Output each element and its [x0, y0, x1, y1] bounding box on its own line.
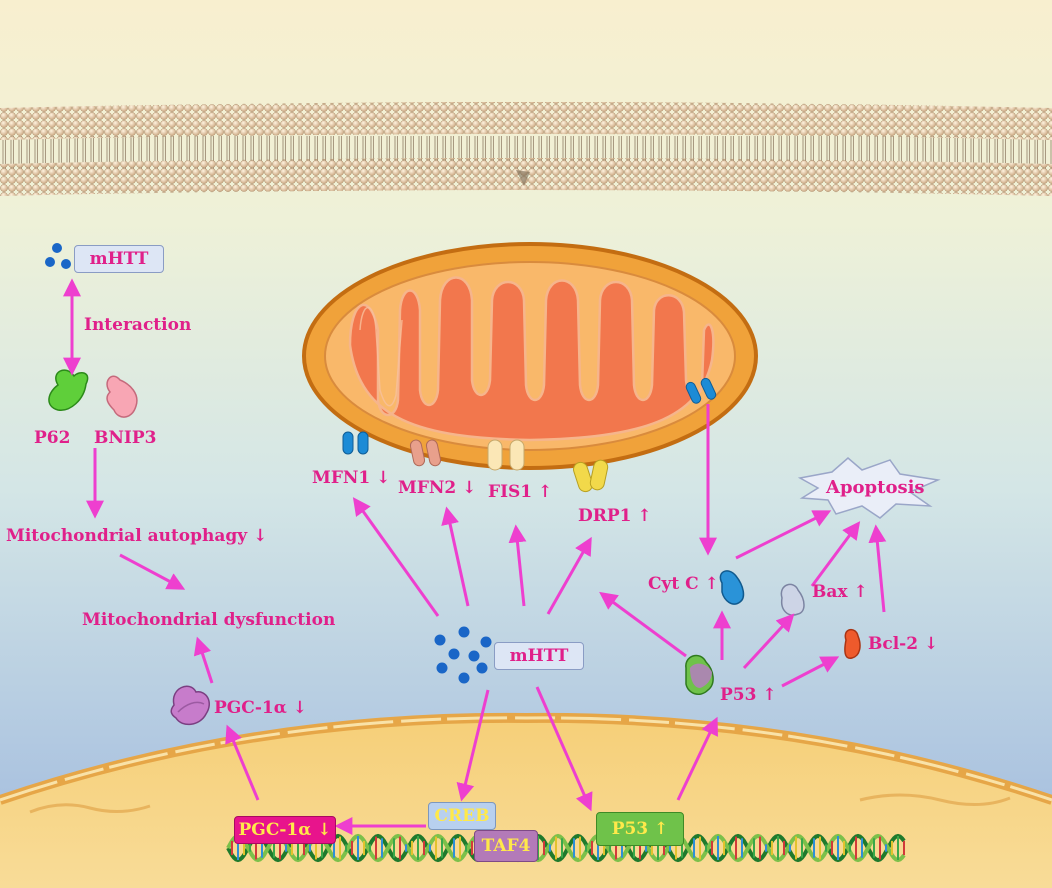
arrows: [63, 278, 887, 835]
p53-protein-label: P53 ↑: [720, 685, 777, 705]
bnip3-icon: [106, 375, 138, 418]
pgc1a-gene-box: PGC-1α ↓: [234, 816, 336, 844]
mitochondrion: [302, 242, 758, 470]
arrow-cytc-apoptosis: [735, 510, 832, 560]
mhtt-top-box: mHTT: [74, 245, 164, 273]
mhtt-top-icon: [45, 243, 71, 269]
mfn1-label: MFN1 ↓: [312, 468, 391, 488]
mfn2-icon: [409, 439, 442, 467]
taf4-box: TAF4: [474, 830, 538, 862]
p62-label: P62: [34, 428, 71, 448]
arrow-bax-apoptosis: [810, 521, 861, 587]
bcl2-icon: [844, 628, 861, 659]
mitochondrial-dysfunction-label: Mitochondrial dysfunction: [82, 610, 336, 630]
apoptosis-label: Apoptosis: [826, 477, 925, 498]
arrow-bcl2-apoptosis: [868, 524, 887, 613]
cytc-icon: [719, 570, 745, 605]
arrow-mhtt-mfn1: [352, 497, 440, 617]
drp1-icon: [573, 459, 609, 493]
pgc1a-protein-icon: [170, 685, 210, 726]
bax-label: Bax ↑: [812, 582, 868, 602]
cytc-pore-icon: [685, 377, 717, 404]
p53-protein-icon: [685, 654, 714, 695]
fis1-label: FIS1 ↑: [488, 482, 553, 502]
arrow-pgc1a-dysfunction: [193, 636, 214, 684]
mfn1-icon: [342, 431, 369, 455]
cytc-label: Cyt C ↑: [648, 574, 719, 594]
cell-membrane: [0, 102, 1052, 196]
arrow-mhtt-p53gene: [535, 686, 593, 812]
arrow-mhtt-mfn2: [441, 506, 470, 607]
mitochondrial-autophagy-label: Mitochondrial autophagy ↓: [6, 526, 268, 546]
bax-icon: [780, 583, 805, 616]
pgc1a-protein-label: PGC-1α ↓: [214, 698, 307, 718]
mfn2-label: MFN2 ↓: [398, 478, 477, 498]
arrow-p53-bax: [742, 613, 795, 670]
arrow-p53gene-p53protein: [676, 716, 718, 801]
drp1-label: DRP1 ↑: [578, 506, 652, 526]
arrow-pgcgene-pgcprotein: [225, 724, 260, 801]
arrow-p53-bcl2: [781, 656, 840, 688]
arrow-p53-mito: [599, 591, 687, 658]
apoptosis-burst: [797, 457, 941, 519]
mhtt-center-icon: [434, 626, 492, 684]
arrow-mhtt-fis1: [508, 524, 527, 607]
bcl2-label: Bcl-2 ↓: [868, 634, 939, 654]
bnip3-label: BNIP3: [94, 428, 157, 448]
p53-gene-box: P53 ↑: [596, 812, 684, 846]
arrow-autophagy-dysfunction: [119, 553, 186, 590]
arrow-mhtt-creb: [456, 689, 490, 802]
creb-box: CREB: [428, 802, 496, 830]
arrow-mhtt-drp1: [546, 536, 592, 615]
mhtt-center-box: mHTT: [494, 642, 584, 670]
fis1-icon: [487, 439, 525, 471]
interaction-label: Interaction: [84, 315, 192, 335]
